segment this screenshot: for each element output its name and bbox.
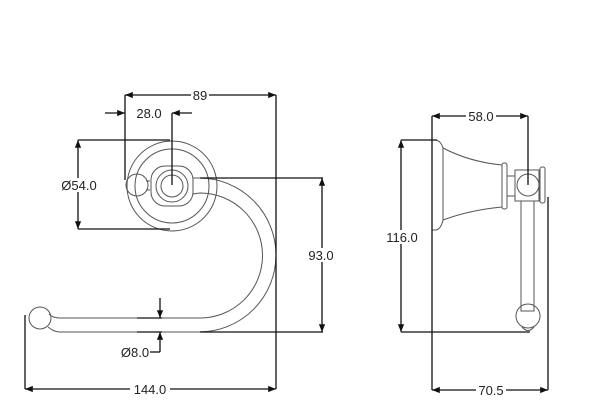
dim-70-5: 70.5 — [478, 383, 503, 398]
dim-93: 93.0 — [308, 248, 333, 263]
dim-bar-diameter: Ø8.0 — [121, 345, 149, 360]
dimensions-front — [24, 91, 326, 393]
holder-arm — [28, 177, 277, 333]
dim-28: 28.0 — [136, 106, 161, 121]
end-knob — [28, 306, 52, 330]
side-view: 58.0 116.0 70.5 — [385, 109, 549, 398]
front-view: 89 28.0 Ø54.0 93.0 Ø8.0 144.0 — [24, 88, 338, 397]
side-knob — [125, 173, 149, 197]
dim-rosette-diameter: Ø54.0 — [61, 178, 96, 193]
dim-144: 144.0 — [134, 382, 167, 397]
dim-89: 89 — [193, 88, 207, 103]
dimensions-side — [397, 112, 549, 394]
holder-bar-side — [515, 200, 541, 331]
dim-58: 58.0 — [468, 109, 493, 124]
dim-116: 116.0 — [386, 230, 418, 245]
